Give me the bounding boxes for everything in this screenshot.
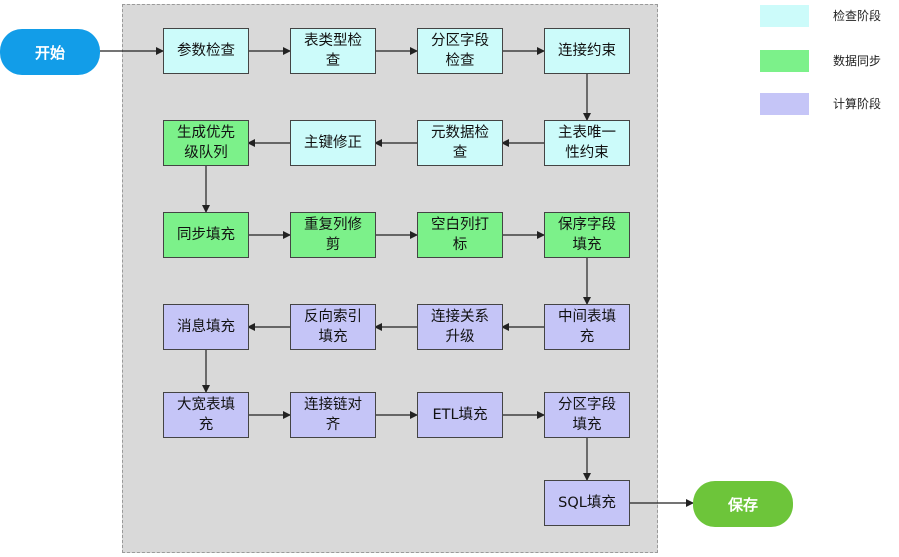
start-node: 开始 xyxy=(0,29,100,75)
node-msg-fill: 消息填充 xyxy=(163,304,249,350)
node-etl-fill: ETL填充 xyxy=(417,392,503,438)
legend-calc-label: 计算阶段 xyxy=(833,97,882,111)
node-dup-col-trim: 重复列修剪 xyxy=(290,212,376,258)
node-join-rel-upgrade: 连接关系升级 xyxy=(417,304,503,350)
node-pk-unique-constraint: 主表唯一性约束 xyxy=(544,120,630,166)
node-pk-fix: 主键修正 xyxy=(290,120,376,166)
node-metadata-check: 元数据检查 xyxy=(417,120,503,166)
node-partition-field-fill: 分区字段填充 xyxy=(544,392,630,438)
legend-check-swatch xyxy=(760,5,809,27)
node-partition-field-check: 分区字段检查 xyxy=(417,28,503,74)
node-priority-queue: 生成优先级队列 xyxy=(163,120,249,166)
node-mid-table-fill: 中间表填充 xyxy=(544,304,630,350)
node-sync-fill: 同步填充 xyxy=(163,212,249,258)
node-wide-table-fill: 大宽表填充 xyxy=(163,392,249,438)
node-param-check: 参数检查 xyxy=(163,28,249,74)
node-sql-fill: SQL填充 xyxy=(544,480,630,526)
legend-sync-swatch xyxy=(760,50,809,72)
node-keep-field-fill: 保序字段填充 xyxy=(544,212,630,258)
flow-container xyxy=(122,4,658,553)
node-table-type-check: 表类型检查 xyxy=(290,28,376,74)
node-join-chain-align: 连接链对齐 xyxy=(290,392,376,438)
node-join-constraint: 连接约束 xyxy=(544,28,630,74)
node-reverse-index-fill: 反向索引填充 xyxy=(290,304,376,350)
legend-check-label: 检查阶段 xyxy=(833,9,882,23)
legend-calc-swatch xyxy=(760,93,809,115)
legend-sync-label: 数据同步 xyxy=(833,54,882,68)
node-blank-col-tag: 空白列打标 xyxy=(417,212,503,258)
end-node: 保存 xyxy=(693,481,793,527)
